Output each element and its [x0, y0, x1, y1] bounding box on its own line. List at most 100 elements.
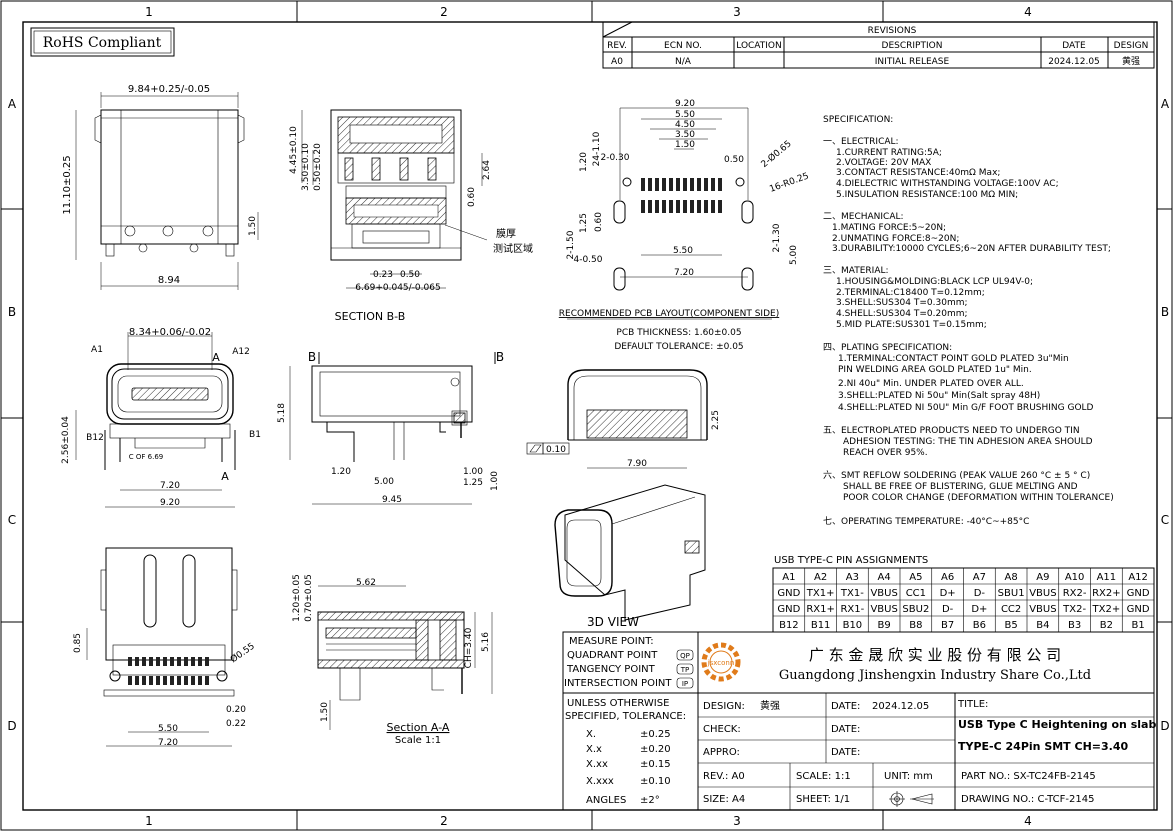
svg-text:RoHS Compliant: RoHS Compliant: [43, 35, 162, 51]
dim-pcb-4-50: 4.50: [675, 120, 695, 130]
pin-table-title: USB TYPE-C PIN ASSIGNMENTS: [774, 555, 928, 566]
dim-pcb-16-r0-25: 16-R0.25: [768, 171, 810, 194]
row-label-right: C: [1161, 513, 1169, 527]
dim-bb-4-45: 4.45±0.10: [289, 126, 299, 174]
col-label-top: 2: [440, 5, 448, 19]
spec-head-tin: 五、ELECTROPLATED PRODUCTS NEED TO UNDERGO…: [823, 426, 1080, 436]
spec-line: 2.NI 40u" Min. UNDER PLATED OVER ALL.: [838, 379, 1024, 389]
pin-table-cell: B12: [779, 620, 799, 631]
pin-table-cell: D+: [940, 588, 956, 599]
pin-table-cell: TX2+: [1092, 604, 1121, 615]
section-marker-a-bottom: A: [221, 470, 229, 483]
row-label-left: A: [8, 97, 17, 111]
section-marker-b-left: B: [308, 350, 316, 364]
tol-name: X.xxx: [586, 776, 614, 787]
check-date-label: DATE:: [831, 724, 860, 735]
dim-bottom-0-22: 0.22: [226, 719, 246, 729]
spec-line: SHALL BE FREE OF BLISTERING, GLUE MELTIN…: [843, 482, 1078, 492]
tol-name: X.x: [586, 744, 602, 755]
date-value: 2024.12.05: [872, 701, 929, 712]
scale-label: SCALE: 1:1: [796, 771, 851, 782]
dim-bottom-0-85: 0.85: [73, 633, 83, 653]
rev-label: REV.: A0: [703, 771, 745, 782]
col-label-bottom: 3: [733, 814, 741, 828]
row-label-right: A: [1161, 97, 1170, 111]
rev-header: DESIGN: [1114, 41, 1149, 51]
spec-line: 4.DIELECTRIC WITHSTANDING VOLTAGE:100V A…: [836, 179, 1059, 189]
sheet-label: SHEET: 1/1: [796, 794, 850, 805]
code-tp: TP: [680, 666, 690, 674]
frame-column-labels: 1 2 3 4 1 2 3 4: [145, 5, 1032, 828]
spec-line: 1.MATING FORCE:5~20N;: [832, 223, 946, 233]
part-number: PART NO.: SX-TC24FB-2145: [961, 771, 1096, 782]
pin-table-cell: A7: [973, 572, 986, 583]
pin-table-cell: VBUS: [870, 604, 897, 615]
dim-side-1-20: 1.20: [331, 467, 351, 477]
pin-table-cell: VBUS: [1029, 604, 1056, 615]
bottom-view: 0.85 Ø0.55 0.20 0.22 5.50 7.20: [73, 547, 257, 748]
dim-pcb-9-20: 9.20: [675, 99, 695, 109]
measure-intersection: INTERSECTION POINT: [564, 678, 672, 689]
spec-line: 3.CONTACT RESISTANCE:40mΩ Max;: [836, 168, 1000, 178]
pin-table-cell: A3: [846, 572, 859, 583]
pin-table-cell: CC1: [906, 588, 926, 599]
mating-face-view: 8.34+0.06/-0.02 A1 A12 A B12 B1 A 2.56±0…: [61, 327, 261, 508]
projection-symbol-icon: [889, 791, 934, 807]
dim-side-1-00a: 1.00: [463, 467, 483, 477]
pin-table-cell: SBU2: [902, 604, 929, 615]
specification-block: SPECIFICATION: 一、ELECTRICAL: 1.CURRENT R…: [823, 115, 1114, 527]
spec-line: 4.SHELL:SUS304 T=0.20mm;: [836, 309, 968, 319]
dim-bottom-0-20: 0.20: [226, 705, 246, 715]
dim-bb-2-64: 2.64: [482, 160, 492, 180]
measure-title: MEASURE POINT:: [569, 636, 654, 647]
dim-aa-5-16: 5.16: [481, 632, 491, 652]
pin-table-cell: A2: [814, 572, 827, 583]
dim-mating-top: 8.34+0.06/-0.02: [129, 327, 211, 338]
col-label-top: 4: [1024, 5, 1032, 19]
pin-table-cell: B7: [941, 620, 954, 631]
pin-table-cell: GND: [1127, 604, 1150, 615]
pin-table-cell: RX1+: [806, 604, 835, 615]
pin-table-cell: A8: [1005, 572, 1018, 583]
dim-side-1-00b: 1.00: [490, 471, 500, 491]
check-label: CHECK:: [703, 724, 741, 735]
spec-line: POOR COLOR CHANGE (DEFORMATION WITHIN TO…: [843, 493, 1114, 503]
dim-bb-0-60: 0.60: [467, 187, 477, 207]
dim-pcb-bot-7-20: 7.20: [674, 268, 694, 278]
pin-table-cell: B5: [1005, 620, 1018, 631]
pin-table-cell: A4: [878, 572, 891, 583]
dim-front-right: 1.50: [248, 216, 258, 236]
dim-mating-outer: 9.20: [160, 498, 180, 508]
dim-side-5-00: 5.00: [374, 477, 394, 487]
title-line-1: USB Type C Heightening on slab: [958, 718, 1156, 731]
pin-table-cell: D+: [971, 604, 987, 615]
pin-table-cell: B4: [1036, 620, 1049, 631]
pin-table-cell: B6: [973, 620, 986, 631]
dim-bb-0-23: 0.23: [373, 270, 393, 280]
design-value: 黄强: [760, 699, 780, 712]
rev-header: REV.: [607, 41, 627, 51]
spec-line: REACH OVER 95%.: [843, 448, 928, 458]
code-ip: IP: [682, 680, 688, 688]
dim-bottom-5-50: 5.50: [158, 724, 178, 734]
company-name-cn: 广 东 金 晟 欣 实 业 股 份 有 限 公 司: [809, 646, 1061, 664]
spec-line: 2.TERMINAL:C18400 T=0.12mm;: [836, 288, 985, 298]
dim-front-height: 11.10±0.25: [62, 155, 73, 214]
pin-table-cell: B10: [843, 620, 863, 631]
rohs-badge: RoHS Compliant: [30, 27, 175, 57]
date-label: DATE:: [831, 701, 860, 712]
dim-front-width: 9.84+0.25/-0.05: [128, 84, 210, 95]
pcb-tolerance: DEFAULT TOLERANCE: ±0.05: [614, 342, 743, 352]
row-label-left: B: [8, 305, 16, 319]
pin-table-cell: B8: [909, 620, 922, 631]
dim-pcb-5-00: 5.00: [789, 245, 799, 265]
spec-line: 5.MID PLATE:SUS301 T=0.15mm;: [836, 320, 987, 330]
spec-line: ADHESION TESTING: THE TIN ADHESION AREA …: [843, 437, 1093, 447]
design-label: DESIGN:: [703, 701, 745, 712]
spec-head-mechanical: 二、MECHANICAL:: [823, 212, 904, 222]
tol-title-2: SPECIFIED, TOLERANCE:: [565, 711, 686, 722]
dim-aa-0-70: 0.70±0.05: [304, 574, 314, 622]
spec-line: 1.CURRENT RATING:5A;: [836, 148, 942, 158]
